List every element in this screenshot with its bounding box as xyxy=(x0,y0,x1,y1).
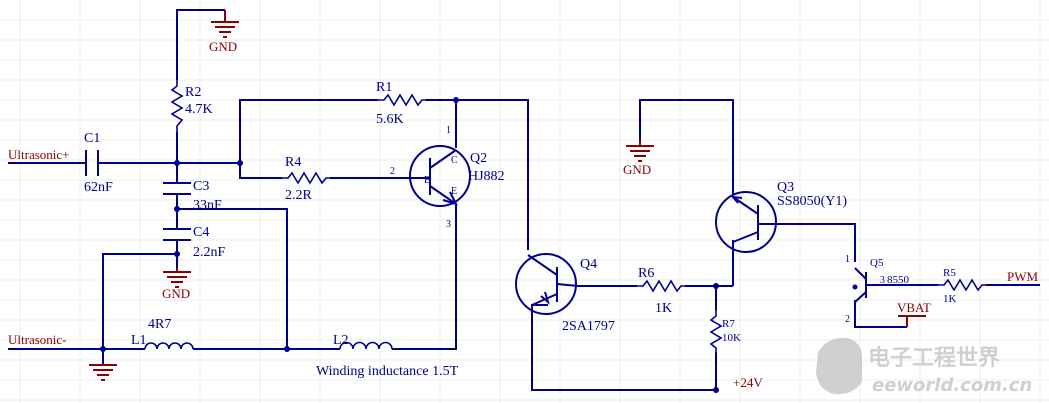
r4-value: 2.2R xyxy=(285,188,313,203)
q5-value: 8550 xyxy=(887,274,910,286)
vbat-symbol xyxy=(898,315,926,327)
resistor-r6 xyxy=(637,279,685,293)
c3-value: 33nF xyxy=(193,198,222,213)
r6-value: 1K xyxy=(655,301,672,316)
transistor-q4 xyxy=(515,253,579,315)
transistor-q2 xyxy=(408,145,471,207)
q2-value: HJ882 xyxy=(468,169,505,184)
q4-value: 2SA1797 xyxy=(562,319,615,334)
capacitor-c1 xyxy=(85,150,99,176)
net-label-ultrasonic-neg: Ultrasonic- xyxy=(8,332,66,347)
r5-ref: R5 xyxy=(943,267,956,279)
gnd-symbol-q3 xyxy=(626,140,654,162)
q2-pin-b: B xyxy=(424,175,431,186)
r1-ref: R1 xyxy=(376,80,392,95)
c4-ref: C4 xyxy=(193,225,209,240)
q2-pin-3: 3 xyxy=(446,219,451,230)
capacitor-c4 xyxy=(163,228,191,244)
l2-value: Winding inductance 1.5T xyxy=(316,364,459,379)
r4-ref: R4 xyxy=(285,155,301,170)
gnd-symbol-mid xyxy=(163,268,191,288)
q2-pin-c: C xyxy=(451,155,458,166)
c1-value: 62nF xyxy=(84,180,113,195)
r5-value: 1K xyxy=(943,293,957,305)
r7-ref: R7 xyxy=(722,318,735,330)
r7-value: 10K xyxy=(722,332,741,344)
resistor-r1 xyxy=(378,93,426,107)
watermark-en: eeworld.com.cn xyxy=(872,375,1032,396)
vbat-label: VBAT xyxy=(897,300,931,315)
q2-pin-1: 1 xyxy=(446,125,451,136)
net-label-ultrasonic-pos: Ultrasonic+ xyxy=(8,147,69,162)
gnd-symbol-ultrasonic xyxy=(89,364,117,381)
net-label-pwm: PWM xyxy=(1007,269,1039,284)
r2-ref: R2 xyxy=(185,85,201,100)
l1-value: 4R7 xyxy=(148,317,171,332)
q3-ref: Q3 xyxy=(777,180,794,195)
q5-pin-1: 1 xyxy=(845,254,850,265)
net-label-24v: +24V xyxy=(733,375,763,390)
q4-ref: Q4 xyxy=(580,257,597,272)
inductor-l2 xyxy=(339,341,393,350)
l2-ref: L2 xyxy=(333,333,349,348)
c3-ref: C3 xyxy=(193,179,209,194)
r1-value: 5.6K xyxy=(376,112,404,127)
watermark-cn: 电子工程世界 xyxy=(868,346,1000,371)
gnd-label-top: GND xyxy=(209,39,237,54)
resistor-r2 xyxy=(170,80,184,132)
capacitor-c3 xyxy=(163,180,191,198)
resistor-r5 xyxy=(938,278,986,292)
q2-pin-e: E xyxy=(451,186,457,197)
watermark: 电子工程世界 eeworld.com.cn xyxy=(816,337,1032,396)
resistor-r4 xyxy=(282,171,330,185)
transistor-q5 xyxy=(852,267,872,303)
c4-value: 2.2nF xyxy=(193,245,226,260)
transistor-q3 xyxy=(715,191,777,253)
gnd-label-mid: GND xyxy=(162,286,190,301)
junction-dots xyxy=(100,97,719,393)
wires xyxy=(8,9,1040,391)
l1-ref: L1 xyxy=(131,333,147,348)
q3-value: SS8050(Y1) xyxy=(777,194,847,209)
gnd-symbol-top xyxy=(211,10,239,38)
c1-ref: C1 xyxy=(84,131,100,146)
q2-ref: Q2 xyxy=(470,151,487,166)
q5-pin-2: 2 xyxy=(845,314,850,325)
r6-ref: R6 xyxy=(638,266,654,281)
gnd-label-q3: GND xyxy=(623,162,651,177)
inductor-l1 xyxy=(144,342,194,350)
q5-ref: Q5 xyxy=(870,257,884,269)
watermark-logo-icon xyxy=(816,337,862,395)
q5-pin-3: 3 xyxy=(880,275,885,286)
resistor-r7 xyxy=(709,310,723,352)
q2-pin-2: 2 xyxy=(390,166,395,177)
r2-value: 4.7K xyxy=(185,102,213,117)
